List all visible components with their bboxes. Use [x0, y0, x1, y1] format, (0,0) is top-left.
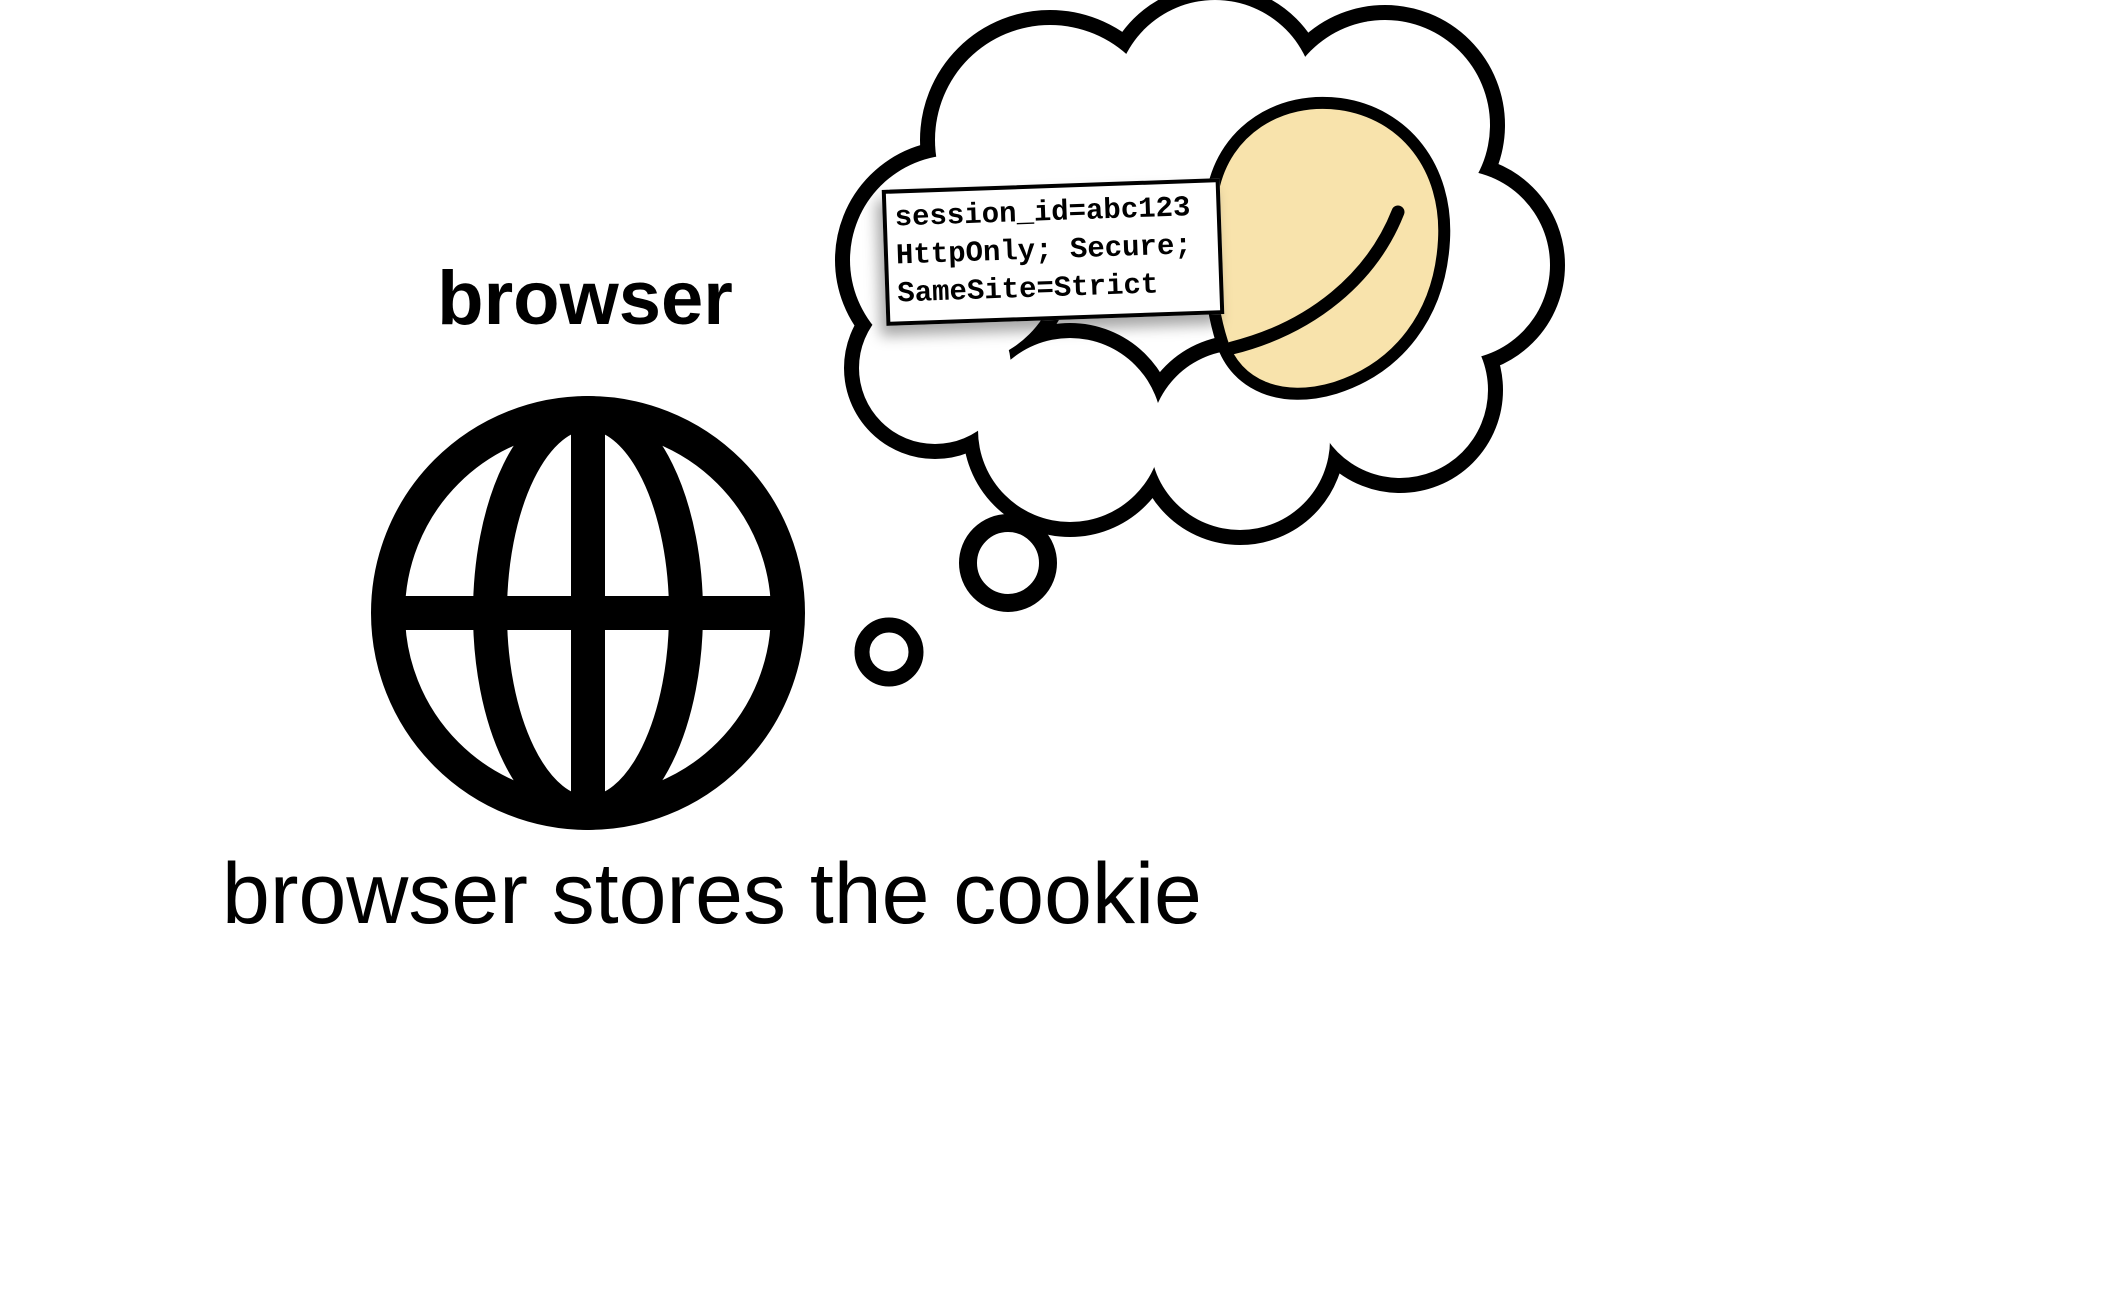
thought-bubble-small	[854, 617, 924, 687]
caption-text: browser stores the cookie	[222, 846, 1202, 942]
browser-label: browser	[437, 256, 733, 341]
fortune-cookie-body	[1202, 96, 1451, 400]
thought-bubble-medium	[959, 514, 1057, 612]
fortune-cookie-icon	[1202, 96, 1451, 400]
cookie-note: session_id=abc123 HttpOnly; Secure; Same…	[881, 178, 1225, 326]
fortune-cookie-fold-line	[1225, 205, 1405, 355]
globe-icon	[371, 396, 805, 830]
